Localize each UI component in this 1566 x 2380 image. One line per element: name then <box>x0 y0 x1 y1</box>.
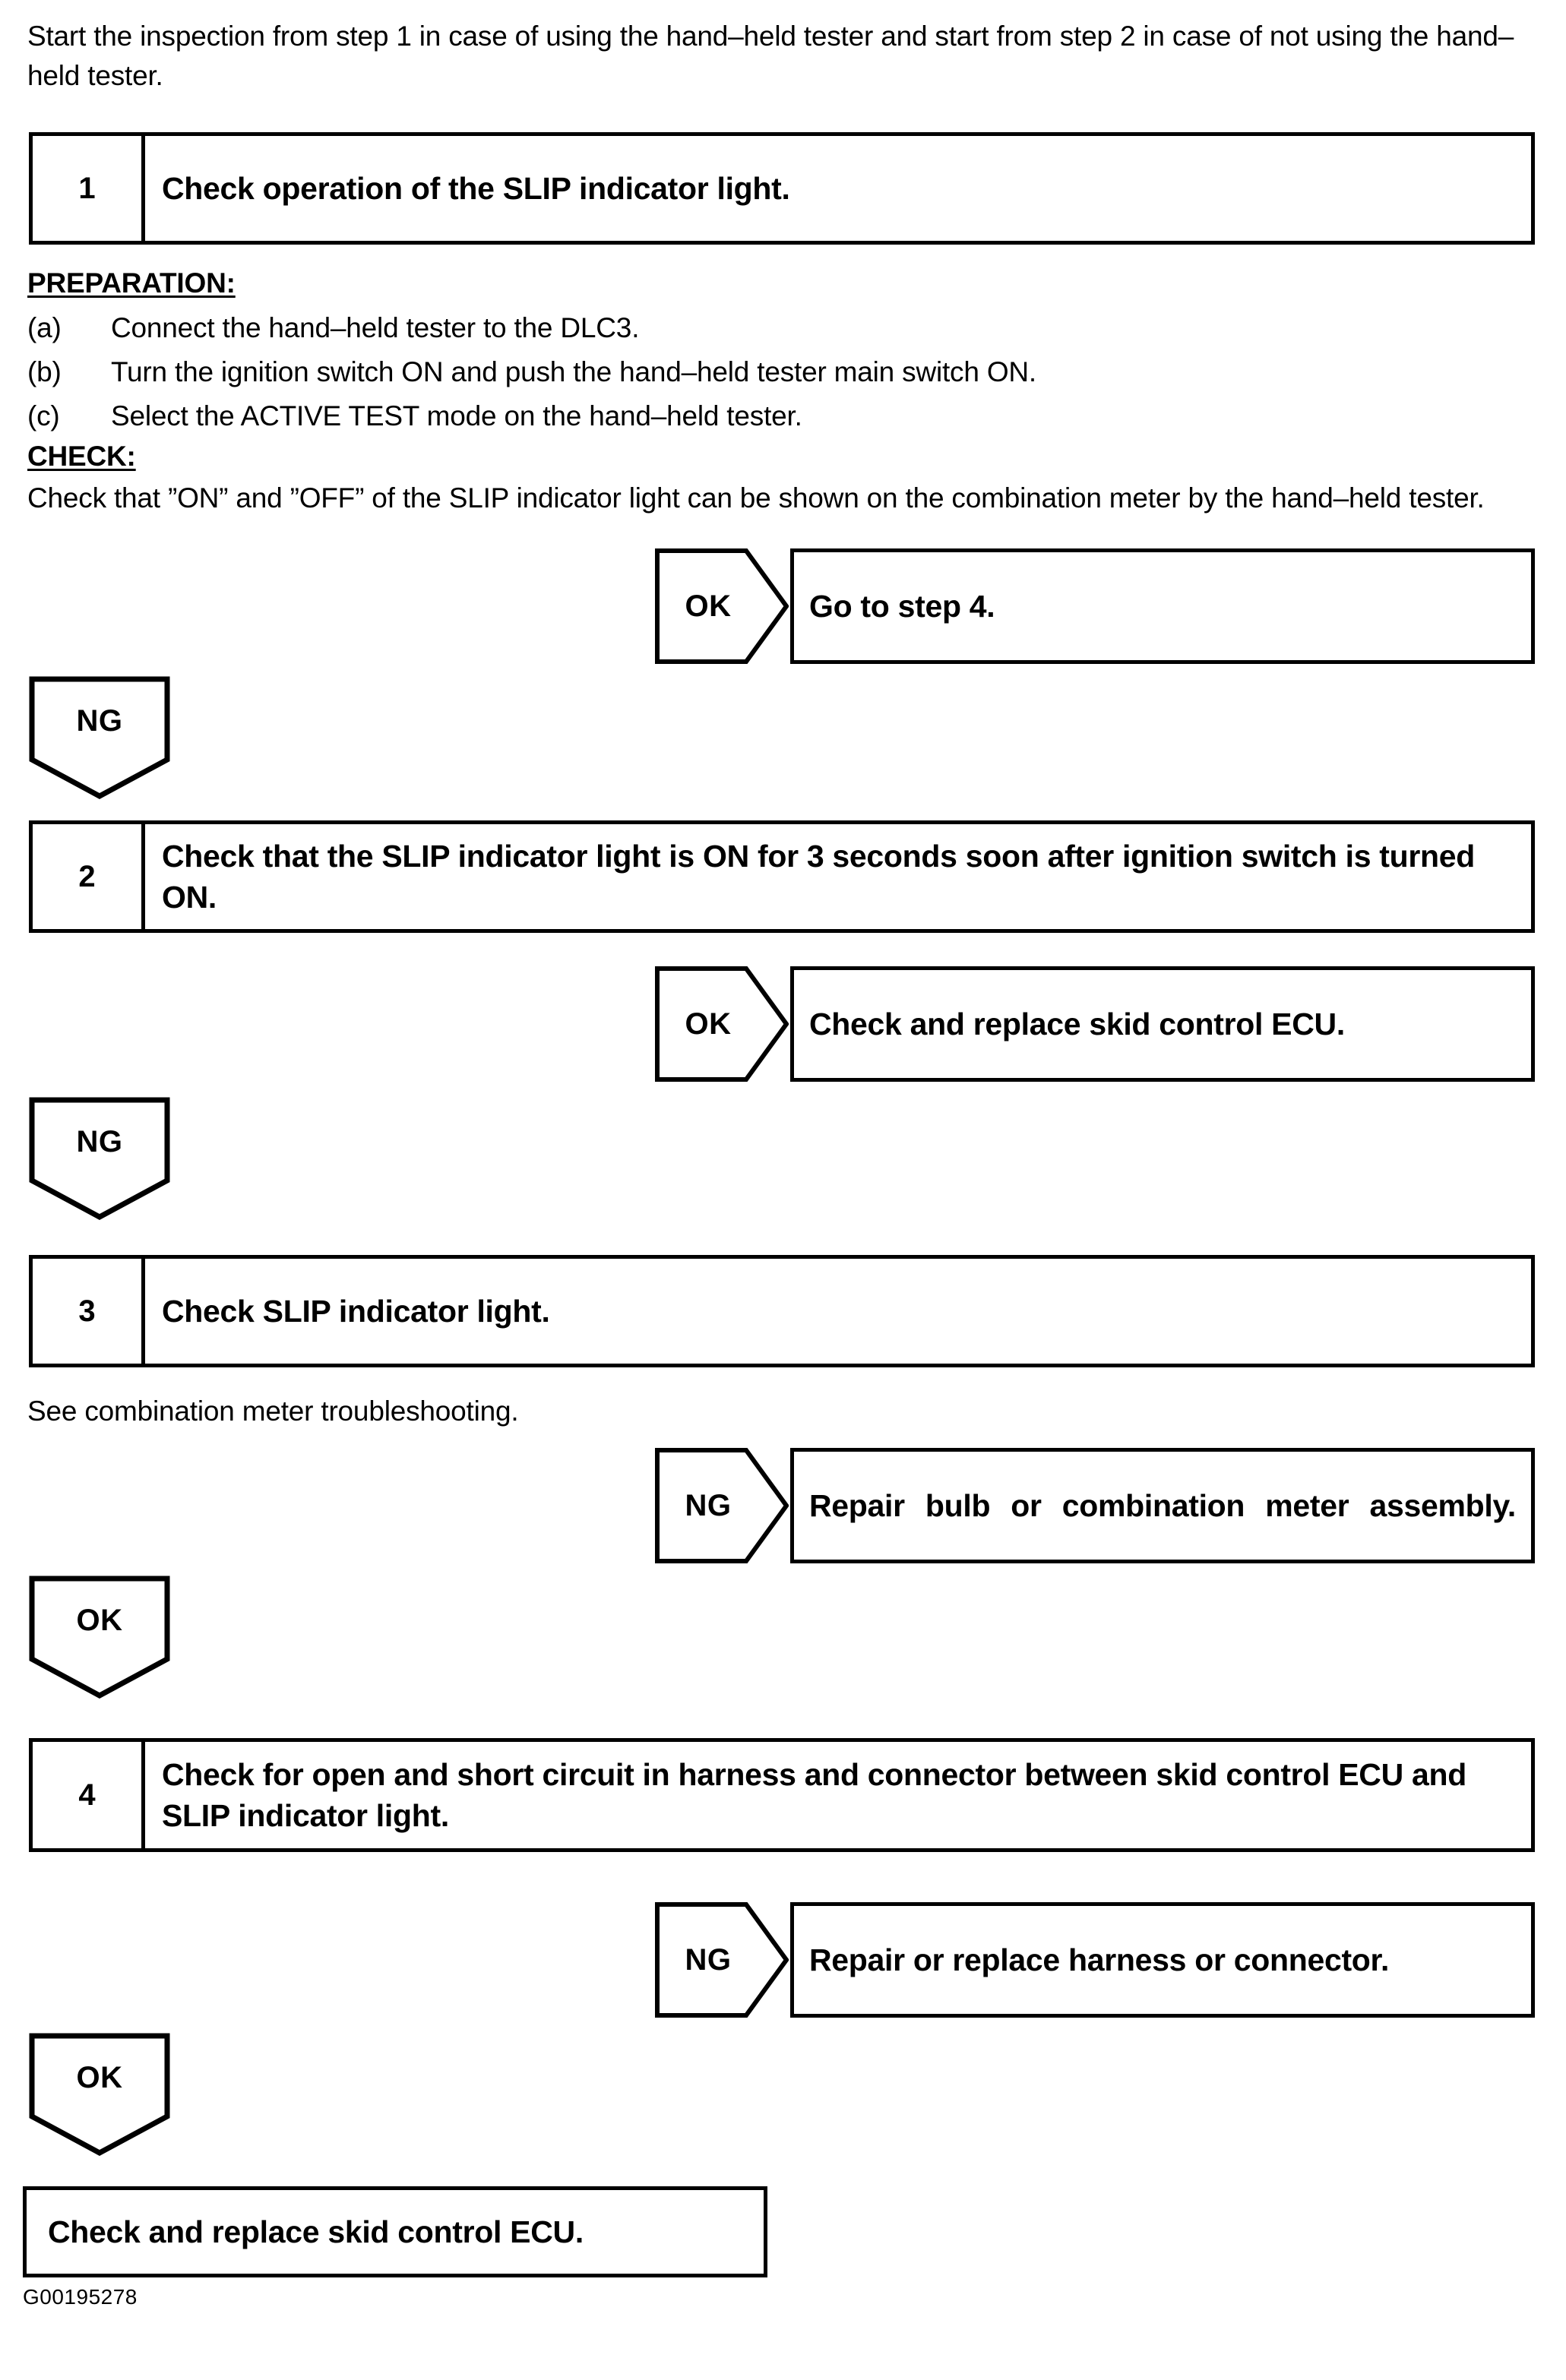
result-text-1: Go to step 4. <box>809 589 995 624</box>
result-box-2: Check and replace skid control ECU. <box>790 966 1535 1082</box>
step-number-cell-2: 2 <box>33 824 145 929</box>
flow-marker-ok-2: OK <box>29 2033 170 2156</box>
flow-marker-ng-2: NG <box>29 1097 170 1220</box>
step-title-3: Check SLIP indicator light. <box>162 1294 550 1329</box>
footer-reference-code: G00195278 <box>23 2285 138 2309</box>
verdict-chevron-1: OK <box>655 548 789 664</box>
result-box-4: Repair or replace harness or connector. <box>790 1902 1535 2018</box>
preparation-heading: PREPARATION: <box>27 267 236 299</box>
result-text-3: Repair bulb or combination meter assembl… <box>809 1488 1516 1523</box>
verdict-label-4: NG <box>685 1942 732 1977</box>
step-title-cell-4: Check for open and short circuit in harn… <box>145 1742 1531 1848</box>
preparation-item-c-marker: (c) <box>27 400 60 431</box>
step-title-1: Check operation of the SLIP indicator li… <box>162 171 790 206</box>
step-number-4: 4 <box>78 1778 96 1812</box>
intro-paragraph: Start the inspection from step 1 in case… <box>27 21 1514 91</box>
preparation-item-c-text: Select the ACTIVE TEST mode on the hand–… <box>111 400 802 431</box>
step-number-cell-3: 3 <box>33 1259 145 1364</box>
step-box-3: 3 Check SLIP indicator light. <box>29 1255 1535 1367</box>
step3-note: See combination meter troubleshooting. <box>27 1395 519 1427</box>
verdict-chevron-4: NG <box>655 1902 789 2018</box>
step-title-cell-2: Check that the SLIP indicator light is O… <box>145 824 1531 929</box>
step-number-3: 3 <box>78 1294 96 1328</box>
step-box-1: 1 Check operation of the SLIP indicator … <box>29 132 1535 245</box>
result-box-1: Go to step 4. <box>790 548 1535 664</box>
verdict-chevron-3: NG <box>655 1448 789 1563</box>
step-title-2: Check that the SLIP indicator light is O… <box>162 839 1476 915</box>
verdict-label-1: OK <box>685 589 732 623</box>
check-heading: CHECK: <box>27 441 136 472</box>
flow-marker-ng-1: NG <box>29 676 170 799</box>
step-box-4: 4 Check for open and short circuit in ha… <box>29 1738 1535 1852</box>
step-number-cell-1: 1 <box>33 136 145 241</box>
step-title-cell-1: Check operation of the SLIP indicator li… <box>145 136 1531 241</box>
step-box-2: 2 Check that the SLIP indicator light is… <box>29 820 1535 933</box>
step-number-1: 1 <box>78 171 96 205</box>
result-text-2: Check and replace skid control ECU. <box>809 1007 1345 1041</box>
verdict-label-3: NG <box>685 1488 732 1522</box>
step-number-2: 2 <box>78 859 96 893</box>
preparation-item-b-marker: (b) <box>27 356 62 387</box>
flow-marker-ok-2-label: OK <box>76 2060 123 2094</box>
result-text-4: Repair or replace harness or connector. <box>809 1942 1390 1977</box>
flow-marker-ok-1-label: OK <box>76 1603 123 1637</box>
preparation-item-a-marker: (a) <box>27 312 62 343</box>
step-title-4: Check for open and short circuit in harn… <box>162 1757 1467 1833</box>
final-action-box: Check and replace skid control ECU. <box>23 2186 767 2277</box>
preparation-item-b-text: Turn the ignition switch ON and push the… <box>111 356 1036 387</box>
result-box-3: Repair bulb or combination meter assembl… <box>790 1448 1535 1563</box>
flow-marker-ng-1-label: NG <box>76 703 123 738</box>
step-number-cell-4: 4 <box>33 1742 145 1848</box>
step-title-cell-3: Check SLIP indicator light. <box>145 1259 1531 1364</box>
final-action-text: Check and replace skid control ECU. <box>48 2214 584 2249</box>
preparation-item-a-text: Connect the hand–held tester to the DLC3… <box>111 312 640 343</box>
flow-marker-ok-1: OK <box>29 1576 170 1699</box>
verdict-chevron-2: OK <box>655 966 789 1082</box>
check-text: Check that ”ON” and ”OFF” of the SLIP in… <box>27 482 1485 514</box>
flow-marker-ng-2-label: NG <box>76 1124 123 1158</box>
verdict-label-2: OK <box>685 1007 732 1041</box>
